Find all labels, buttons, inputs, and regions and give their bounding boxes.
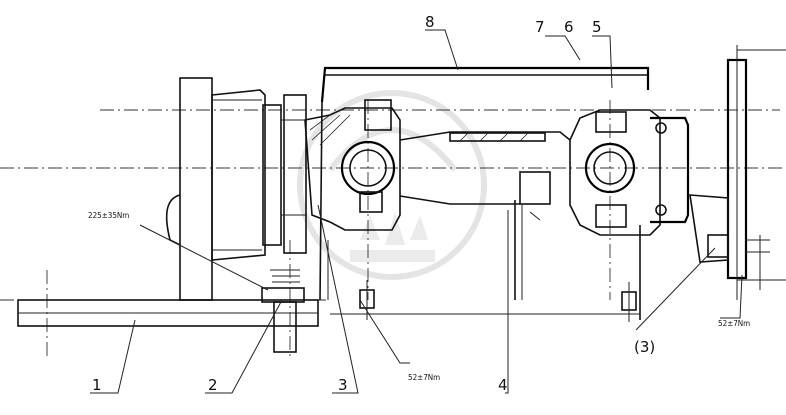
cardan-shaft [304, 99, 690, 236]
callout-1: 1 [92, 376, 102, 394]
side-bracket [689, 45, 786, 300]
fastener-left [359, 280, 375, 320]
torque-label-bolt: 225±35Nm [88, 211, 129, 220]
callout-7: 7 [535, 18, 545, 36]
torque-label-bracket: 52±7Nm [718, 319, 750, 328]
leader-lines [90, 29, 743, 394]
torque-label-fastener: 52±7Nm [408, 373, 440, 382]
guard-cover [319, 66, 650, 301]
base-plate [17, 299, 319, 327]
callout-5: 5 [592, 18, 602, 36]
callout-3-circled: (3) [634, 338, 655, 356]
callout-3: 3 [338, 376, 348, 394]
shaft-support [330, 200, 641, 320]
gearbox-housing [165, 77, 307, 301]
mounting-bolt [261, 269, 305, 353]
watermark-emblem [297, 90, 487, 280]
callout-2: 2 [208, 376, 218, 394]
fastener-right [621, 282, 637, 322]
callout-8: 8 [425, 13, 435, 31]
callout-4: 4 [498, 376, 508, 394]
callout-6: 6 [564, 18, 574, 36]
